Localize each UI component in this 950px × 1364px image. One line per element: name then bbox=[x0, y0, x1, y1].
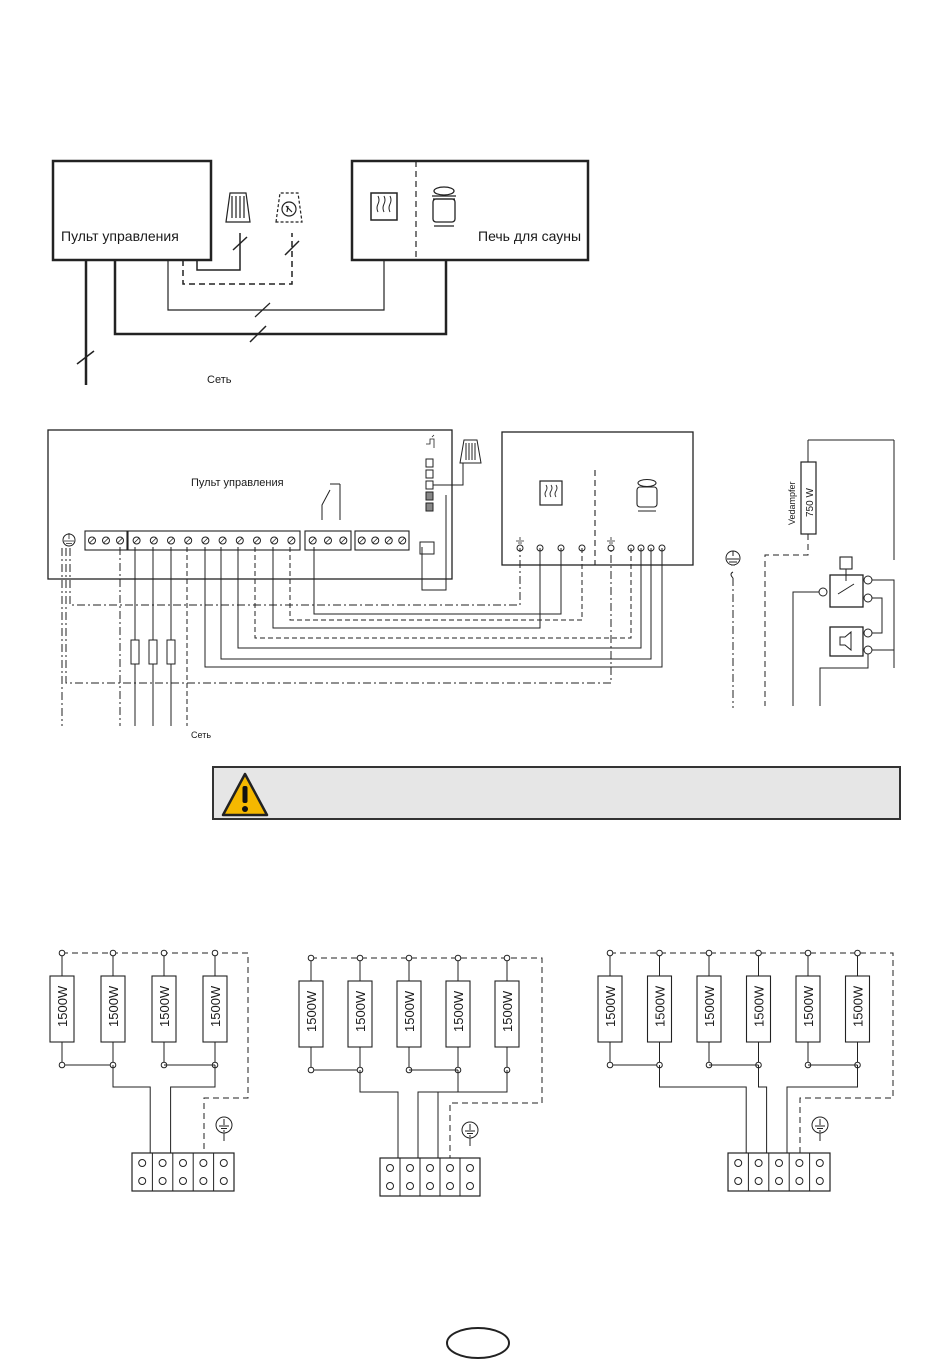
terminal-screw bbox=[427, 1183, 434, 1190]
element-power-label: 1500W bbox=[208, 985, 223, 1027]
terminal-screw bbox=[816, 1178, 823, 1185]
bus-node bbox=[607, 1062, 613, 1068]
element-power-label: 1500W bbox=[353, 990, 368, 1032]
bus-node bbox=[161, 950, 167, 956]
vedampfer-label: Vedampfer bbox=[787, 481, 797, 525]
wiring-detail-wires bbox=[62, 495, 662, 726]
sauna-heater-icon bbox=[432, 187, 456, 226]
bus-node bbox=[308, 955, 314, 961]
element-power-label: 1500W bbox=[304, 990, 319, 1032]
terminal-screw bbox=[427, 1165, 434, 1172]
terminal-screw bbox=[159, 1178, 166, 1185]
terminal-screw bbox=[467, 1165, 474, 1172]
bus-node bbox=[706, 950, 712, 956]
terminal-screw bbox=[735, 1178, 742, 1185]
bus-node bbox=[455, 955, 461, 961]
bus-node bbox=[657, 950, 663, 956]
terminal-screw bbox=[180, 1160, 187, 1167]
speaker-icon bbox=[830, 627, 863, 656]
terminal-block bbox=[380, 1158, 480, 1196]
terminal-screw bbox=[387, 1183, 394, 1190]
control-panel-label: Пульт управления bbox=[61, 228, 179, 244]
terminal-block bbox=[355, 531, 409, 550]
terminal-screw bbox=[796, 1178, 803, 1185]
element-power-label: 1500W bbox=[851, 985, 866, 1027]
page-badge bbox=[447, 1328, 509, 1358]
heating-icon-small bbox=[540, 481, 562, 505]
bus-node bbox=[805, 950, 811, 956]
terminal-screw bbox=[755, 1160, 762, 1167]
terminal-screw bbox=[816, 1160, 823, 1167]
block-diagram bbox=[53, 161, 588, 385]
terminal-screw bbox=[139, 1160, 146, 1167]
terminal-block bbox=[728, 1153, 830, 1191]
terminal-screw bbox=[159, 1160, 166, 1167]
element-power-label: 1500W bbox=[653, 985, 668, 1027]
vedampfer-circuit bbox=[726, 440, 894, 708]
element-power-label: 1500W bbox=[603, 985, 618, 1027]
bus-node bbox=[308, 1067, 314, 1073]
temperature-sensor-icon-small bbox=[460, 440, 481, 463]
element-power-label: 1500W bbox=[55, 985, 70, 1027]
control-panel-box bbox=[53, 161, 211, 260]
terminal-screw bbox=[180, 1178, 187, 1185]
terminal-block bbox=[132, 1153, 234, 1191]
element-power-label: 1500W bbox=[106, 985, 121, 1027]
control-panel-board-label: Пульт управления bbox=[191, 477, 284, 489]
element-scheme: 1500W 1500W 1500W 1500W bbox=[50, 950, 248, 1191]
warning-triangle-icon bbox=[220, 771, 270, 819]
terminal-screw bbox=[387, 1165, 394, 1172]
bus-node bbox=[59, 950, 65, 956]
wiring-detail bbox=[48, 430, 693, 579]
element-power-label: 1500W bbox=[702, 985, 717, 1027]
terminal-screw bbox=[220, 1160, 227, 1167]
terminal-screw bbox=[139, 1178, 146, 1185]
mains-label-detail: Сеть bbox=[191, 730, 211, 740]
bus-node bbox=[406, 955, 412, 961]
element-power-label: 1500W bbox=[402, 990, 417, 1032]
bus-node bbox=[357, 955, 363, 961]
heater-board bbox=[502, 432, 693, 565]
bus-node bbox=[212, 950, 218, 956]
terminal-screw bbox=[200, 1178, 207, 1185]
bus-node bbox=[756, 950, 762, 956]
timer-sensor-icon bbox=[276, 193, 302, 222]
bus-node bbox=[504, 955, 510, 961]
bus-node bbox=[607, 950, 613, 956]
element-power-label: 1500W bbox=[157, 985, 172, 1027]
heater-label: Печь для сауны bbox=[478, 228, 581, 244]
terminal-screw bbox=[735, 1160, 742, 1167]
element-scheme: 1500W 1500W 1500W 1500W 1500W bbox=[299, 955, 542, 1196]
bus-node bbox=[59, 1062, 65, 1068]
terminal-screw bbox=[407, 1183, 414, 1190]
terminal-screw bbox=[776, 1178, 783, 1185]
terminal-screw bbox=[447, 1183, 454, 1190]
terminal-screw bbox=[407, 1165, 414, 1172]
element-power-label: 1500W bbox=[451, 990, 466, 1032]
element-power-label: 1500W bbox=[801, 985, 816, 1027]
sauna-heater-icon-small bbox=[637, 480, 657, 512]
terminal-screw bbox=[220, 1178, 227, 1185]
terminal-screw bbox=[796, 1160, 803, 1167]
temperature-sensor-icon bbox=[226, 193, 250, 222]
bus-node bbox=[855, 950, 861, 956]
control-panel-board bbox=[48, 430, 452, 579]
terminal-screw bbox=[467, 1183, 474, 1190]
element-power-label: 1500W bbox=[752, 985, 767, 1027]
terminal-screw bbox=[447, 1165, 454, 1172]
mains-label: Сеть bbox=[207, 374, 232, 386]
bus-node bbox=[110, 950, 116, 956]
terminal-screw bbox=[776, 1160, 783, 1167]
vedampfer-power: 750 W bbox=[805, 488, 816, 517]
element-power-label: 1500W bbox=[500, 990, 515, 1032]
terminal-screw bbox=[200, 1160, 207, 1167]
heater-box bbox=[352, 161, 588, 260]
element-scheme: 1500W 1500W 1500W 1500W 1500W 1500W bbox=[598, 950, 893, 1191]
terminal-screw bbox=[755, 1178, 762, 1185]
warning-box bbox=[212, 766, 901, 820]
